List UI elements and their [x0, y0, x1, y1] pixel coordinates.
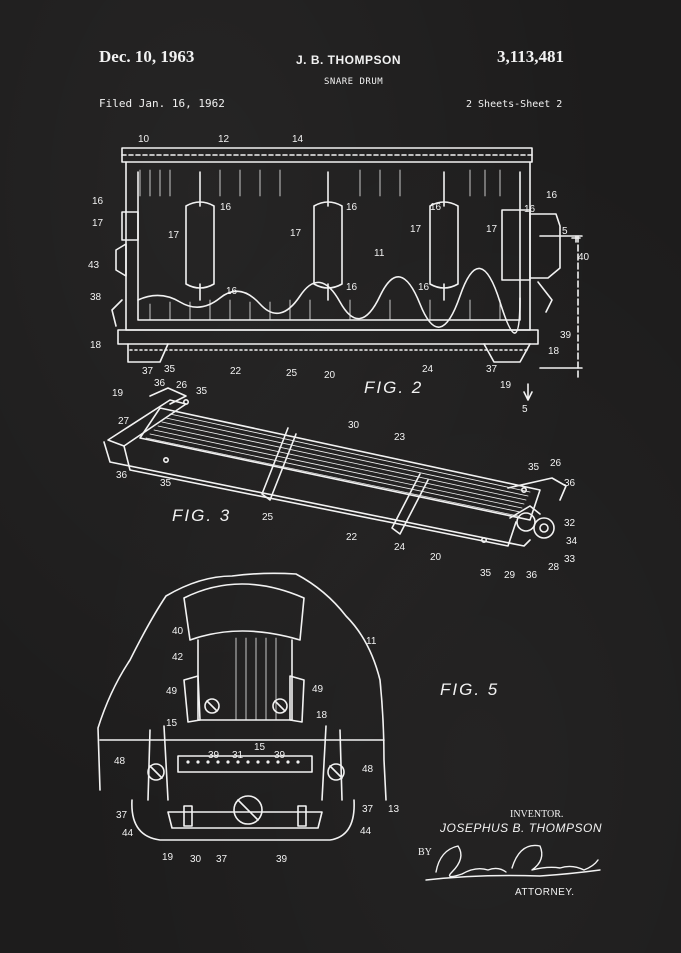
svg-text:38: 38 [90, 292, 102, 303]
svg-text:33: 33 [564, 554, 576, 565]
sheet-count: 2 Sheets-Sheet 2 [466, 99, 563, 110]
svg-text:22: 22 [346, 532, 358, 543]
svg-text:16: 16 [546, 190, 558, 201]
svg-text:16: 16 [524, 204, 536, 215]
patent-date: Dec. 10, 1963 [99, 47, 195, 66]
svg-text:26: 26 [176, 380, 188, 391]
svg-text:44: 44 [360, 826, 372, 837]
fig5-label: FIG. 5 [440, 680, 500, 699]
svg-text:31: 31 [232, 750, 244, 761]
svg-text:36: 36 [154, 378, 166, 389]
svg-text:34: 34 [566, 536, 578, 547]
svg-text:35: 35 [528, 462, 540, 473]
svg-text:49: 49 [312, 684, 324, 695]
svg-text:24: 24 [422, 364, 434, 375]
svg-text:17: 17 [486, 224, 498, 235]
svg-text:17: 17 [410, 224, 422, 235]
svg-text:16: 16 [346, 202, 358, 213]
patent-number: 3,113,481 [497, 47, 565, 66]
svg-text:19: 19 [500, 380, 512, 391]
svg-text:18: 18 [316, 710, 328, 721]
svg-text:35: 35 [196, 386, 208, 397]
svg-text:49: 49 [166, 686, 178, 697]
svg-text:37: 37 [362, 804, 374, 815]
svg-text:37: 37 [142, 366, 154, 377]
svg-text:14: 14 [292, 134, 304, 145]
inventor-label: INVENTOR. [510, 809, 564, 820]
svg-text:48: 48 [114, 756, 126, 767]
svg-text:16: 16 [220, 202, 232, 213]
svg-text:11: 11 [366, 636, 377, 647]
patent-title: SNARE DRUM [324, 77, 384, 87]
svg-text:16: 16 [430, 202, 442, 213]
svg-text:29: 29 [504, 570, 516, 581]
svg-text:39: 39 [274, 750, 286, 761]
svg-text:18: 18 [90, 340, 102, 351]
by-label: BY [418, 847, 432, 858]
svg-text:32: 32 [564, 518, 576, 529]
inventor-header: J. B. THOMPSON [296, 53, 402, 67]
inventor-name: JOSEPHUS B. THOMPSON [440, 821, 603, 835]
fig2-drum-drawing: 10 12 14 16 17 43 38 18 19 37 35 16 17 1… [88, 134, 590, 415]
svg-text:39: 39 [276, 854, 288, 865]
svg-text:15: 15 [166, 718, 178, 729]
attorney-label: ATTORNEY. [515, 887, 575, 898]
svg-text:35: 35 [480, 568, 492, 579]
svg-text:16: 16 [418, 282, 430, 293]
svg-text:17: 17 [290, 228, 302, 239]
svg-text:40: 40 [578, 252, 590, 263]
svg-text:17: 17 [92, 218, 104, 229]
svg-text:37: 37 [116, 810, 128, 821]
attorney-signature [425, 844, 601, 881]
svg-text:30: 30 [348, 420, 360, 431]
svg-text:26: 26 [550, 458, 562, 469]
svg-text:16: 16 [92, 196, 104, 207]
svg-text:42: 42 [172, 652, 184, 663]
svg-text:5: 5 [562, 226, 568, 237]
svg-text:44: 44 [122, 828, 134, 839]
svg-text:18: 18 [548, 346, 560, 357]
svg-text:22: 22 [230, 366, 242, 377]
svg-text:5: 5 [522, 404, 528, 415]
svg-text:37: 37 [486, 364, 498, 375]
fig5-section-drawing: 40 42 11 49 49 15 18 39 31 15 39 48 48 3… [97, 572, 400, 865]
svg-text:40: 40 [172, 626, 184, 637]
svg-text:23: 23 [394, 432, 406, 443]
svg-text:15: 15 [254, 742, 266, 753]
filed-date: Filed Jan. 16, 1962 [99, 97, 225, 110]
svg-text:43: 43 [88, 260, 100, 271]
fig2-label: FIG. 2 [364, 378, 424, 397]
svg-text:16: 16 [226, 286, 238, 297]
svg-text:19: 19 [112, 388, 124, 399]
svg-text:39: 39 [208, 750, 220, 761]
svg-text:36: 36 [564, 478, 576, 489]
svg-text:30: 30 [190, 854, 202, 865]
svg-text:11: 11 [374, 248, 385, 259]
svg-text:24: 24 [394, 542, 406, 553]
svg-text:13: 13 [388, 804, 400, 815]
svg-text:39: 39 [560, 330, 572, 341]
svg-text:25: 25 [262, 512, 274, 523]
svg-text:35: 35 [164, 364, 176, 375]
svg-text:36: 36 [116, 470, 128, 481]
svg-text:20: 20 [324, 370, 336, 381]
svg-text:48: 48 [362, 764, 374, 775]
svg-text:12: 12 [218, 134, 230, 145]
svg-text:27: 27 [118, 416, 130, 427]
svg-text:20: 20 [430, 552, 442, 563]
svg-text:17: 17 [168, 230, 180, 241]
svg-text:25: 25 [286, 368, 298, 379]
fig3-snare-drawing: 36 26 35 27 36 35 30 23 25 22 24 20 35 2… [103, 378, 578, 581]
svg-text:36: 36 [526, 570, 538, 581]
svg-text:37: 37 [216, 854, 228, 865]
fig3-label: FIG. 3 [172, 506, 232, 525]
svg-text:10: 10 [138, 134, 150, 145]
svg-text:28: 28 [548, 562, 560, 573]
svg-text:16: 16 [346, 282, 358, 293]
svg-text:35: 35 [160, 478, 172, 489]
svg-text:19: 19 [162, 852, 174, 863]
